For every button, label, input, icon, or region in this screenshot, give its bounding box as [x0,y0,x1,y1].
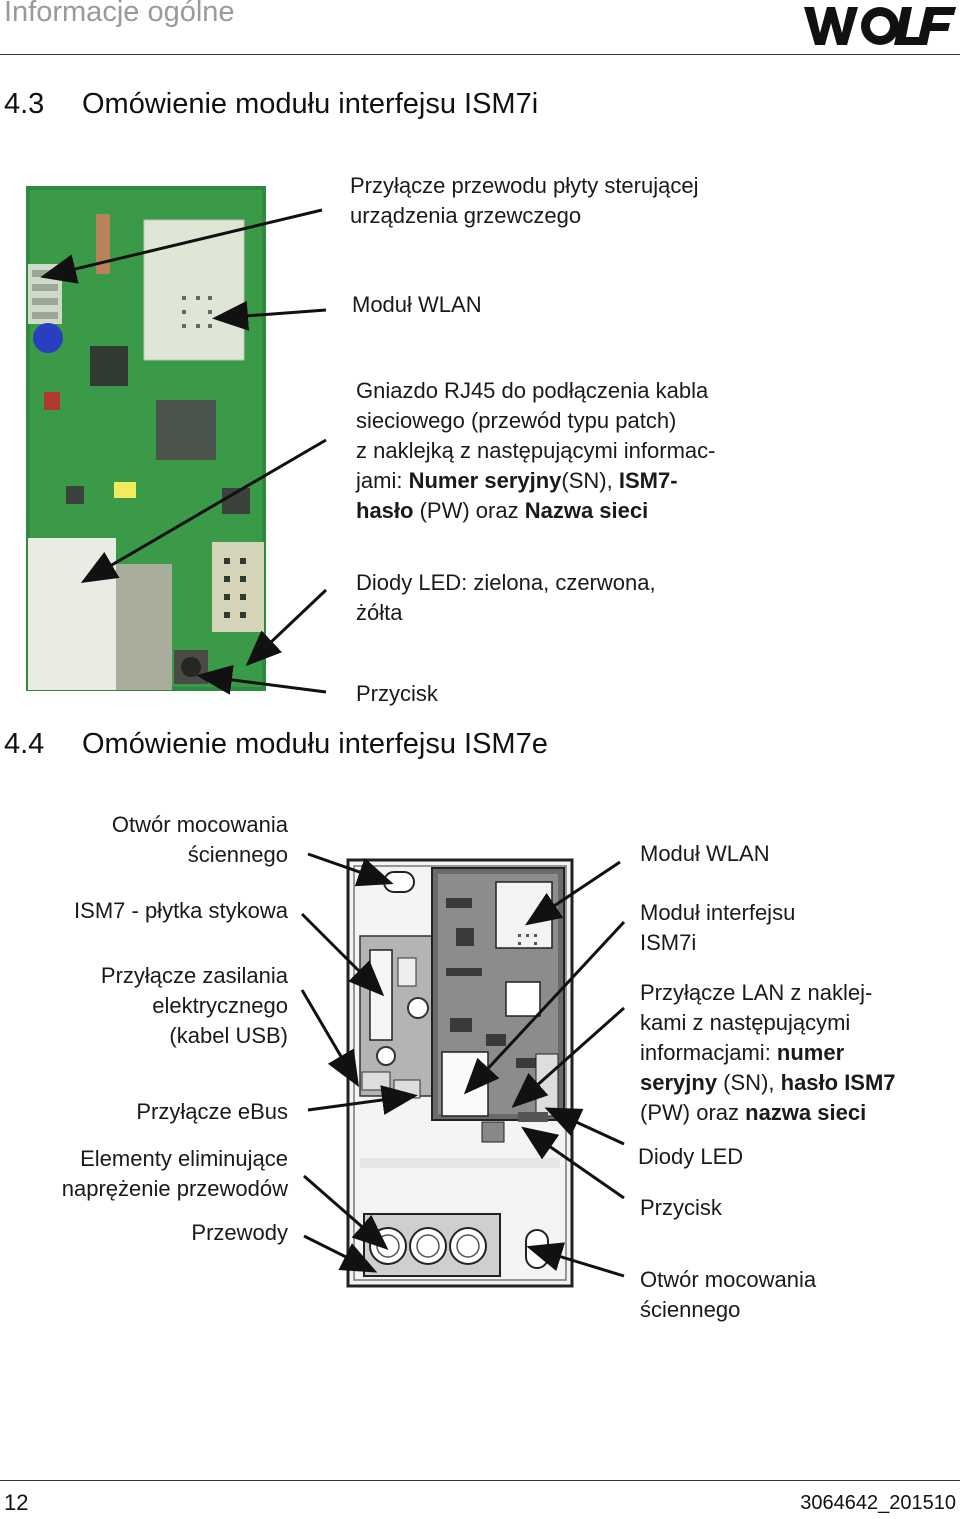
label-line: Otwór mocowania [640,1267,817,1292]
label-line: Moduł interfejsu [640,900,796,925]
label-line: Gniazdo RJ45 do podłączenia kabla [356,378,709,403]
section-4-4-title: 4.4 Omówienie modułu interfejsu ISM7e [4,728,548,761]
label-text: jami: [356,468,409,493]
label-line: kami z następującymi [640,1010,851,1035]
label-przylacze-zasilania: Przyłącze zasilania elektrycznego (kabel… [101,961,288,1051]
section-number: 4.3 [4,88,45,120]
label-line: ściennego [187,842,288,867]
label-line: żółta [356,600,403,625]
label-text: informacjami: [640,1040,777,1065]
label-bold: ISM7- [618,468,678,493]
section-number: 4.4 [4,728,45,760]
label-przycisk-e: Przycisk [640,1195,722,1220]
label-line: naprężenie przewodów [61,1176,288,1201]
label-line: z naklejką z następującymi informac- [356,438,716,463]
label-bold: seryjny [640,1070,718,1095]
label-text: (PW) oraz [640,1100,746,1125]
label-elementy-eliminujace: Elementy eliminujące naprężenie przewodó… [62,1144,288,1204]
label-gniazdo-rj45: Gniazdo RJ45 do podłączenia kabla siecio… [356,376,715,526]
label-text: (SN), [717,1070,781,1095]
label-diody-led: Diody LED: zielona, czerwona, żółta [356,568,656,628]
page-number: 12 [4,1490,29,1515]
header-title: Informacje ogólne [4,0,235,28]
label-line: Przyłącze przewodu płyty sterującej [350,173,699,198]
section-heading: Omówienie modułu interfejsu ISM7i [82,88,539,120]
label-line: hasło (PW) oraz Nazwa sieci [356,496,715,526]
label-modul-wlan-e: Moduł WLAN [640,841,770,866]
label-przycisk: Przycisk [356,681,438,706]
ism7i-board-photo [26,186,266,691]
header-divider [0,54,960,55]
label-line: Elementy eliminujące [80,1146,288,1171]
label-bold: Numer seryjny [408,468,562,493]
label-bold: numer [776,1040,845,1065]
label-bold: hasło ISM7 [780,1070,896,1095]
section-heading: Omówienie modułu interfejsu ISM7e [82,728,548,760]
label-line: Przyłącze zasilania [100,963,288,988]
label-otwor-mocowania-right: Otwór mocowania ściennego [640,1265,816,1325]
label-line: urządzenia grzewczego [350,203,582,228]
label-line: Diody LED: zielona, czerwona, [356,570,656,595]
section-4-3-title: 4.3 Omówienie modułu interfejsu ISM7i [4,88,538,121]
footer-divider [0,1480,960,1481]
label-modul-interfejsu: Moduł interfejsu ISM7i [640,898,795,958]
label-line: Przyłącze LAN z naklej- [640,980,873,1005]
ism7e-callout-lines [300,852,626,1278]
ism7i-callout-lines [40,208,328,695]
document-code: 3064642_201510 [800,1492,956,1514]
label-line: (kabel USB) [169,1023,288,1048]
label-przylacze-lan: Przyłącze LAN z naklej- kami z następują… [640,978,896,1128]
label-bold: Nazwa sieci [524,498,649,523]
label-bold: nazwa sieci [745,1100,867,1125]
label-text: (PW) oraz [413,498,525,523]
label-line: elektrycznego [152,993,288,1018]
label-przylacze-ebus: Przyłącze eBus [136,1099,288,1124]
label-line: ściennego [640,1297,741,1322]
label-diody-led-e: Diody LED [638,1144,744,1169]
label-line: jami: Numer seryjny(SN), ISM7- [356,466,715,496]
label-bold: hasło [356,498,414,523]
label-otwor-mocowania-left: Otwór mocowania ściennego [112,810,288,870]
label-plyta-sterujaca: Przyłącze przewodu płyty sterującej urzą… [350,171,698,231]
label-line: Otwór mocowania [111,812,288,837]
label-line: informacjami: numer [640,1038,896,1068]
label-line: ISM7i [640,930,697,955]
label-przewody: Przewody [191,1220,288,1245]
label-plytka-stykowa: ISM7 - płytka stykowa [74,898,288,923]
label-line: (PW) oraz nazwa sieci [640,1098,896,1128]
wolf-logo [800,3,958,49]
label-text: (SN), [561,468,619,493]
label-modul-wlan: Moduł WLAN [352,292,482,317]
label-line: sieciowego (przewód typu patch) [356,408,677,433]
label-line: seryjny (SN), hasło ISM7 [640,1068,896,1098]
